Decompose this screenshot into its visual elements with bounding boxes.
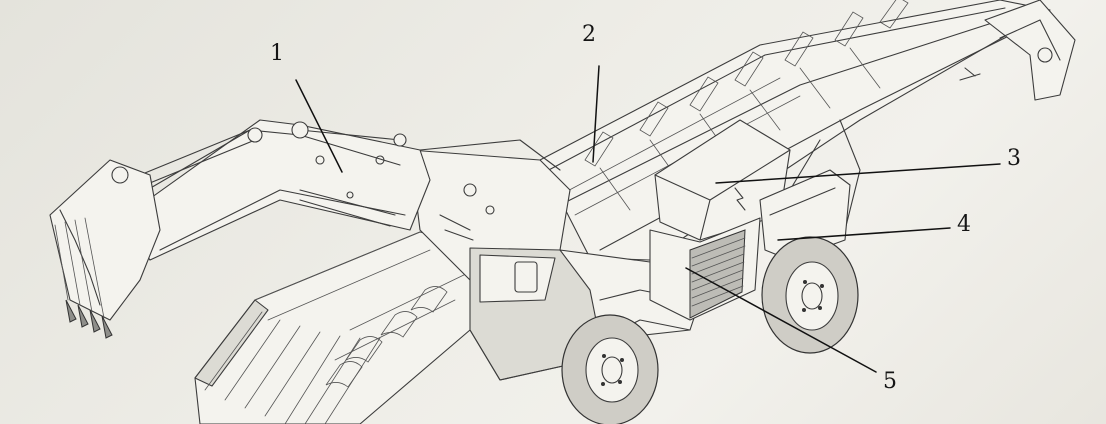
callout-5: 5	[883, 369, 897, 394]
leader-line-3	[715, 163, 1001, 184]
leader-line-4	[777, 227, 951, 241]
callout-2: 2	[582, 22, 596, 47]
rear-wheel	[761, 236, 859, 354]
side-panel	[759, 169, 851, 261]
callout-1: 1	[270, 41, 284, 66]
front-wheel	[561, 314, 659, 424]
front-hopper	[194, 231, 501, 424]
leader-line-2	[592, 65, 600, 163]
radiator	[649, 217, 761, 321]
leader-line-5	[685, 267, 877, 373]
leader-line-1	[295, 79, 343, 173]
excavator-arm	[49, 119, 431, 339]
callout-3: 3	[1007, 146, 1021, 171]
callout-4: 4	[957, 212, 971, 237]
